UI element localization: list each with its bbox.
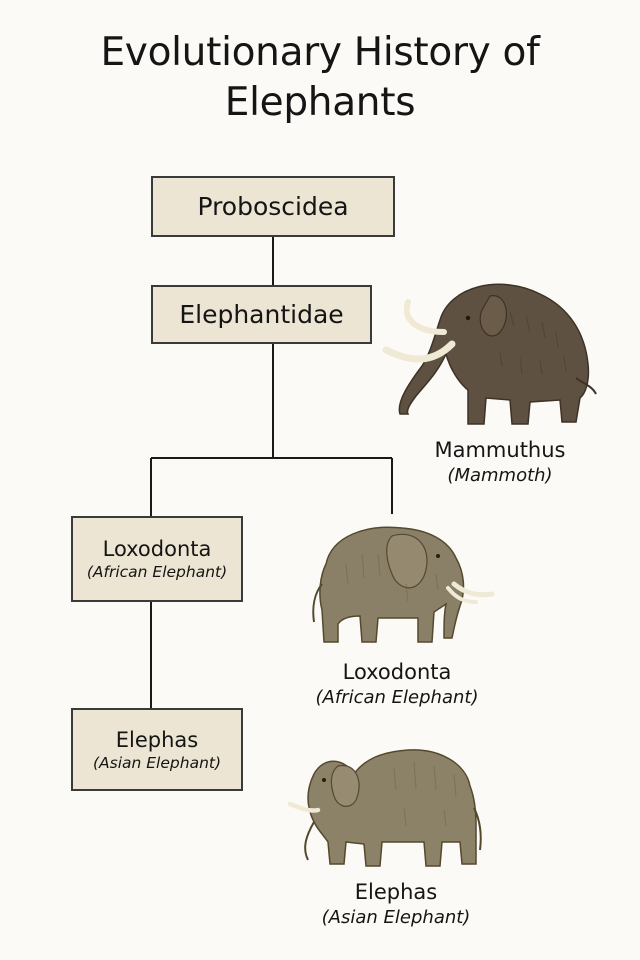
caption-mammoth: Mammuthus (Mammoth) [400,436,600,488]
caption-asian: Elephas (Asian Elephant) [296,878,496,930]
node-loxodonta: Loxodonta (African Elephant) [71,516,243,602]
asian-elephant-icon [287,749,482,867]
node-loxodonta-common: (African Elephant) [86,563,228,581]
caption-african-name: Loxodonta [342,660,452,684]
caption-mammoth-common: (Mammoth) [447,465,553,486]
caption-asian-name: Elephas [354,880,438,904]
node-elephas-label: Elephas [115,727,199,752]
african-elephant-icon [312,526,495,643]
node-elephas-common: (Asian Elephant) [92,753,222,772]
node-elephantidae-label: Elephantidae [179,299,344,329]
node-proboscidea-label: Proboscidea [197,191,349,221]
caption-african: Loxodonta (African Elephant) [292,658,502,710]
title-line-1: Evolutionary History of [100,30,540,75]
page-title: Evolutionary History of Elephants [0,28,640,128]
caption-mammoth-name: Mammuthus [434,438,566,462]
node-loxodonta-label: Loxodonta [102,537,212,561]
caption-asian-common: (Asian Elephant) [321,907,471,928]
node-elephantidae: Elephantidae [151,285,372,344]
mammoth-icon [382,283,597,425]
title-line-2: Elephants [224,80,416,125]
node-proboscidea: Proboscidea [151,176,395,237]
node-elephas: Elephas (Asian Elephant) [71,708,243,791]
caption-african-common: (African Elephant) [315,687,479,708]
